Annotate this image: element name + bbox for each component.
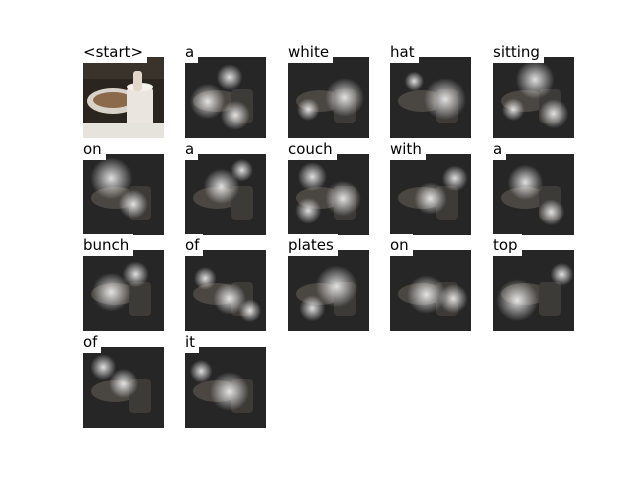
attention-map [493, 250, 574, 331]
word-label: of [83, 331, 102, 353]
word-label: a [185, 41, 199, 63]
word-label: on [390, 234, 413, 256]
word-cell: bunch [83, 234, 164, 331]
attention-map [390, 154, 471, 235]
attention-map [493, 154, 574, 235]
attention-map [185, 347, 266, 428]
word-label: of [185, 234, 204, 256]
word-label: couch [288, 138, 337, 160]
word-cell: it [185, 331, 266, 428]
word-cell: on [390, 234, 471, 331]
word-label: it [185, 331, 200, 353]
word-cell: top [493, 234, 574, 331]
word-cell: couch [288, 138, 369, 235]
word-cell: a [185, 138, 266, 235]
word-cell: sitting [493, 41, 574, 138]
word-label: <start> [83, 41, 148, 63]
attention-map [185, 154, 266, 235]
word-cell: a [493, 138, 574, 235]
word-cell: on [83, 138, 164, 235]
attention-map [493, 57, 574, 138]
word-label: on [83, 138, 106, 160]
attention-map [390, 250, 471, 331]
word-cell: of [83, 331, 164, 428]
word-label: sitting [493, 41, 544, 63]
source-photo [83, 57, 164, 138]
attention-map [288, 57, 369, 138]
word-label: a [185, 138, 199, 160]
word-label: a [493, 138, 507, 160]
attention-map [185, 57, 266, 138]
word-cell: of [185, 234, 266, 331]
word-label: bunch [83, 234, 134, 256]
attention-map [288, 154, 369, 235]
word-label: hat [390, 41, 419, 63]
word-cell: <start> [83, 41, 164, 138]
word-cell: a [185, 41, 266, 138]
attention-map [390, 57, 471, 138]
attention-map [185, 250, 266, 331]
word-cell: with [390, 138, 471, 235]
word-label: white [288, 41, 334, 63]
word-label: top [493, 234, 522, 256]
word-cell: plates [288, 234, 369, 331]
word-cell: hat [390, 41, 471, 138]
attention-map [83, 250, 164, 331]
attention-map [83, 154, 164, 235]
attention-map [288, 250, 369, 331]
attention-map [83, 347, 164, 428]
word-label: plates [288, 234, 338, 256]
word-label: with [390, 138, 426, 160]
word-cell: white [288, 41, 369, 138]
